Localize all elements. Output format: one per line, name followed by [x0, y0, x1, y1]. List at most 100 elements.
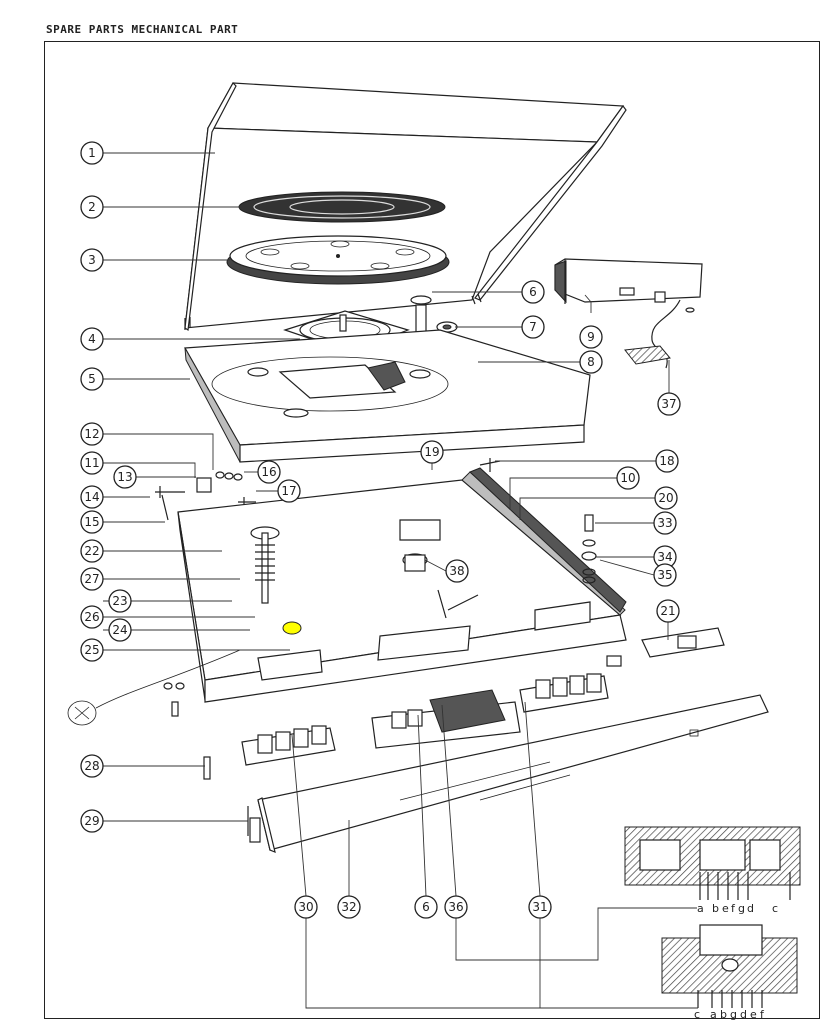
front-panel — [257, 694, 769, 853]
letter-e: e — [750, 1008, 757, 1021]
callout-35: 35 — [653, 563, 677, 587]
svg-text:28: 28 — [84, 759, 99, 773]
screws-left — [163, 682, 261, 843]
svg-text:8: 8 — [587, 355, 595, 369]
callout-9: 9 — [579, 325, 603, 349]
svg-text:34: 34 — [657, 550, 672, 564]
callout-36: 36 — [444, 895, 468, 919]
letter-f: f — [731, 902, 736, 915]
callout-6-top: 6 — [521, 280, 545, 304]
tonearm-unit — [554, 258, 703, 369]
callout-24: 24 — [108, 618, 132, 642]
top-plate — [184, 329, 591, 463]
callout-28: 28 — [80, 754, 104, 778]
svg-text:19: 19 — [424, 445, 439, 459]
letter-f: f — [760, 1008, 765, 1021]
callout-16: 16 — [257, 460, 281, 484]
svg-text:31: 31 — [532, 900, 547, 914]
svg-text:30: 30 — [298, 900, 313, 914]
svg-text:38: 38 — [449, 564, 464, 578]
callout-27: 27 — [80, 567, 104, 591]
svg-text:32: 32 — [341, 900, 356, 914]
svg-text:21: 21 — [660, 604, 675, 618]
callout-29: 29 — [80, 809, 104, 833]
svg-text:24: 24 — [112, 623, 127, 637]
letter-d: d — [740, 1008, 747, 1021]
svg-text:29: 29 — [84, 814, 99, 828]
callout-1: 1 — [80, 141, 104, 165]
left-small-parts — [155, 471, 256, 521]
callout-26: 26 — [80, 605, 104, 629]
callout-19: 19 — [420, 440, 444, 464]
detail-bottom-cross-section — [661, 924, 798, 1008]
svg-text:6: 6 — [422, 900, 430, 914]
callout-34: 34 — [653, 545, 677, 569]
callout-30: 30 — [294, 895, 318, 919]
callout-37: 37 — [657, 392, 681, 416]
letter-c: c — [772, 902, 778, 915]
svg-text:23: 23 — [112, 594, 127, 608]
callout-3: 3 — [80, 248, 104, 272]
letter-b: b — [712, 902, 719, 915]
callout-18: 18 — [655, 449, 679, 473]
svg-text:7: 7 — [529, 320, 537, 334]
svg-text:20: 20 — [658, 491, 673, 505]
letter-c: c — [694, 1008, 700, 1021]
svg-text:3: 3 — [88, 253, 96, 267]
callout-10: 10 — [616, 466, 640, 490]
drawing-frame — [44, 41, 820, 1019]
callout-32: 32 — [337, 895, 361, 919]
callouts: 1 2 3 4 5 6 7 8 9 37 12 11 13 16 14 17 1… — [80, 141, 681, 919]
callout-4: 4 — [80, 327, 104, 351]
svg-text:22: 22 — [84, 544, 99, 558]
letter-g: g — [730, 1008, 737, 1021]
svg-text:13: 13 — [117, 470, 132, 484]
svg-text:25: 25 — [84, 643, 99, 657]
callout-2: 2 — [80, 195, 104, 219]
svg-text:1: 1 — [88, 146, 96, 160]
record-mat — [238, 191, 446, 223]
letter-a: a — [710, 1008, 717, 1021]
svg-text:35: 35 — [657, 568, 672, 582]
main-chassis — [177, 467, 627, 703]
svg-text:16: 16 — [261, 465, 276, 479]
callout-17: 17 — [277, 479, 301, 503]
callout-20: 20 — [654, 486, 678, 510]
svg-text:12: 12 — [84, 427, 99, 441]
detail-top-letters: a b e f g d c — [697, 902, 778, 915]
svg-text:15: 15 — [84, 515, 99, 529]
letter-d: d — [747, 902, 754, 915]
callout-23: 23 — [108, 589, 132, 613]
letter-b: b — [720, 1008, 727, 1021]
svg-text:36: 36 — [448, 900, 463, 914]
right-side-parts — [479, 458, 725, 667]
callout-15: 15 — [80, 510, 104, 534]
callout-13: 13 — [113, 465, 137, 489]
callout-25: 25 — [80, 638, 104, 662]
platter — [226, 235, 450, 285]
svg-text:11: 11 — [84, 456, 99, 470]
svg-text:14: 14 — [84, 490, 99, 504]
callout-21: 21 — [656, 599, 680, 623]
letter-g: g — [738, 902, 745, 915]
svg-text:26: 26 — [84, 610, 99, 624]
callout-33: 33 — [653, 511, 677, 535]
callout-12: 12 — [80, 422, 104, 446]
svg-text:6: 6 — [529, 285, 537, 299]
callout-8: 8 — [579, 350, 603, 374]
detail-top-cross-section — [624, 826, 801, 900]
svg-text:5: 5 — [88, 372, 96, 386]
svg-text:2: 2 — [88, 200, 96, 214]
leader-lines — [103, 152, 698, 1009]
svg-text:17: 17 — [281, 484, 296, 498]
callout-6-bottom: 6 — [414, 895, 438, 919]
callout-5: 5 — [80, 367, 104, 391]
callout-7: 7 — [521, 315, 545, 339]
letter-e: e — [722, 902, 729, 915]
cross-mark — [67, 649, 241, 726]
callout-22: 22 — [80, 539, 104, 563]
callout-31: 31 — [528, 895, 552, 919]
callout-38: 38 — [445, 559, 469, 583]
svg-text:37: 37 — [661, 397, 676, 411]
